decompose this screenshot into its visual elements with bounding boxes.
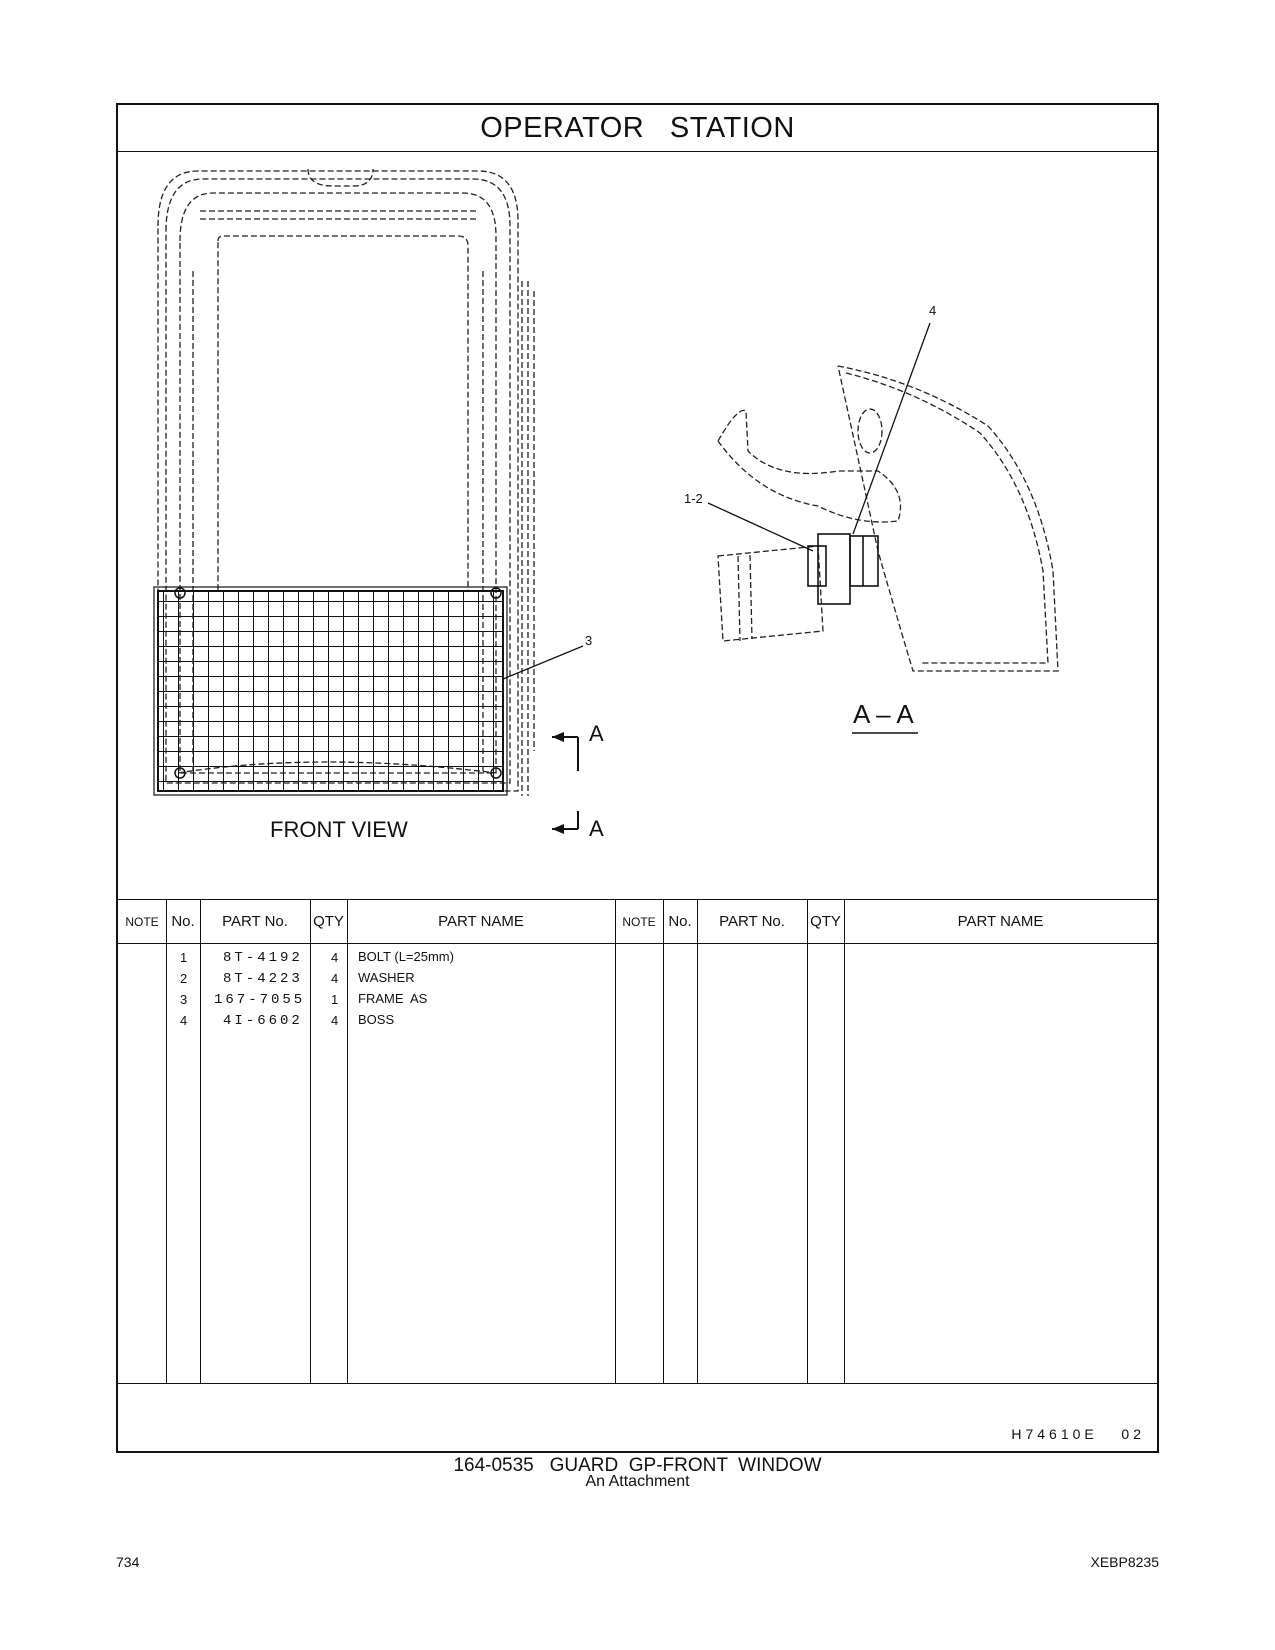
- col-divider: [310, 899, 311, 1383]
- page-number: 734: [116, 1554, 140, 1570]
- row-part-no: 167-7055: [214, 992, 306, 1008]
- drawing-svg: [153, 168, 1059, 834]
- parts-page-frame: OPERATOR STATION: [116, 103, 1159, 1453]
- front-view-label: FRONT VIEW: [270, 817, 408, 842]
- section-marker: [552, 732, 579, 834]
- col-divider: [347, 899, 348, 1383]
- row-part-name: BOLT (L=25mm): [358, 949, 454, 964]
- group-title: 164-0535 GUARD GP-FRONT WINDOW: [453, 1455, 822, 1476]
- callout-3-leader: [502, 645, 584, 680]
- row-part-no: 8T-4192: [223, 950, 303, 966]
- table-footer-line: [118, 1383, 1157, 1384]
- parts-table-header: NOTE No. PART No. QTY PART NAME NOTE No.…: [118, 899, 1157, 944]
- col-divider: [807, 899, 808, 1383]
- header-part-no-left: PART No.: [222, 913, 288, 930]
- callout-1-2-leader: [707, 502, 814, 552]
- row-qty: 4: [331, 950, 339, 965]
- row-no: 2: [180, 971, 188, 986]
- col-divider: [615, 899, 616, 1383]
- header-no-right: No.: [668, 913, 692, 930]
- callout-1-2: 1-2: [684, 491, 703, 506]
- parts-drawing: 4 1-2 3 A – A A A FRONT VIEW: [118, 151, 1157, 899]
- col-divider: [663, 899, 664, 1383]
- col-divider: [166, 899, 167, 1383]
- section-label: A – A: [853, 699, 914, 729]
- row-no: 1: [180, 950, 188, 965]
- row-qty: 1: [331, 992, 339, 1007]
- row-qty: 4: [331, 971, 339, 986]
- col-divider: [200, 899, 201, 1383]
- callout-4: 4: [929, 303, 937, 318]
- col-divider: [697, 899, 698, 1383]
- callout-4-leader: [852, 322, 931, 535]
- row-part-name: FRAME AS: [358, 991, 428, 1006]
- col-divider: [844, 899, 845, 1383]
- bolt-assembly: [807, 533, 879, 605]
- header-no-left: No.: [171, 913, 195, 930]
- document-id: XEBP8235: [1090, 1554, 1160, 1570]
- group-subtitle: An Attachment: [585, 1473, 690, 1490]
- section-a-a-drawing: [717, 365, 1059, 672]
- row-part-no: 8T-4223: [223, 971, 303, 987]
- row-part-no: 4I-6602: [223, 1013, 303, 1029]
- row-part-name: WASHER: [358, 970, 415, 985]
- header-qty-right: QTY: [810, 913, 841, 930]
- header-qty-left: QTY: [313, 913, 344, 930]
- row-no: 3: [180, 992, 188, 1007]
- section-mark-top: A: [589, 721, 604, 746]
- header-part-no-right: PART No.: [719, 913, 785, 930]
- header-part-name-right: PART NAME: [957, 913, 1044, 930]
- row-no: 4: [180, 1013, 188, 1028]
- row-part-name: BOSS: [358, 1012, 395, 1027]
- row-qty: 4: [331, 1013, 339, 1028]
- page-title: OPERATOR STATION: [118, 105, 1157, 152]
- section-mark-bottom: A: [589, 816, 604, 841]
- callout-3: 3: [585, 633, 593, 648]
- mesh-guard: [153, 586, 508, 796]
- header-note-left: NOTE: [125, 914, 159, 929]
- header-note-right: NOTE: [622, 914, 656, 929]
- drawing-code: H74610E 02: [1011, 1426, 1145, 1442]
- header-part-name-left: PART NAME: [438, 913, 524, 930]
